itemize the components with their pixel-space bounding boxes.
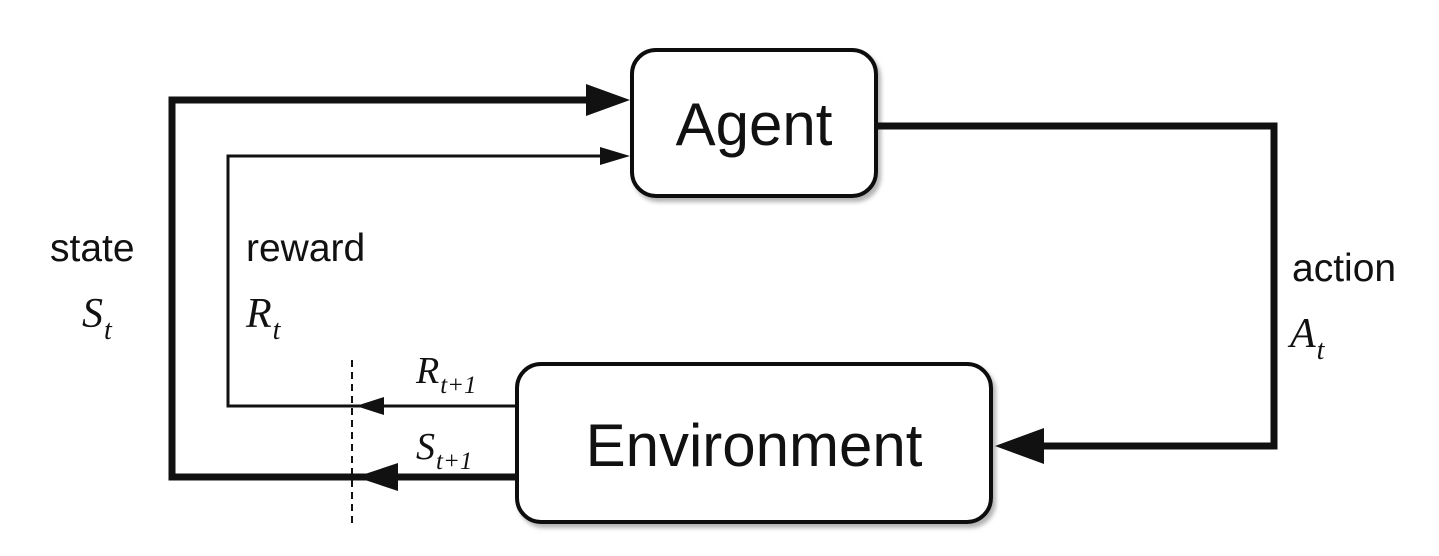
state-arrow-line bbox=[168, 96, 590, 481]
action-label: action bbox=[1292, 247, 1396, 290]
action-symbol: At bbox=[1287, 311, 1326, 366]
next-state-symbol-subscript: t+1 bbox=[436, 448, 472, 475]
next-reward-symbol: Rt+1 bbox=[415, 350, 477, 399]
reward-symbol-main: R bbox=[245, 291, 272, 337]
state-symbol-main: S bbox=[82, 291, 103, 337]
reward-symbol-subscript: t bbox=[273, 315, 282, 346]
action-arrowhead bbox=[995, 428, 1044, 464]
next-state-arrowhead bbox=[356, 463, 398, 491]
next-reward-arrowhead bbox=[356, 397, 384, 415]
action-arrow-line bbox=[876, 122, 1278, 450]
state-arrowhead bbox=[586, 84, 630, 116]
reward-symbol: Rt bbox=[245, 291, 282, 346]
agent-label: Agent bbox=[676, 91, 833, 158]
state-symbol-subscript: t bbox=[104, 315, 113, 346]
reward-label: reward bbox=[246, 227, 365, 270]
next-state-symbol-main: S bbox=[416, 426, 435, 468]
next-reward-symbol-main: R bbox=[415, 350, 439, 392]
state-label: state bbox=[50, 227, 135, 270]
action-symbol-subscript: t bbox=[1317, 335, 1326, 366]
environment-label: Environment bbox=[586, 412, 923, 479]
reward-arrowhead bbox=[600, 147, 630, 165]
next-reward-symbol-subscript: t+1 bbox=[440, 372, 476, 399]
action-symbol-main: A bbox=[1287, 311, 1316, 357]
environment-box bbox=[515, 362, 993, 524]
next-state-symbol: St+1 bbox=[416, 426, 472, 475]
state-symbol: St bbox=[82, 291, 113, 346]
